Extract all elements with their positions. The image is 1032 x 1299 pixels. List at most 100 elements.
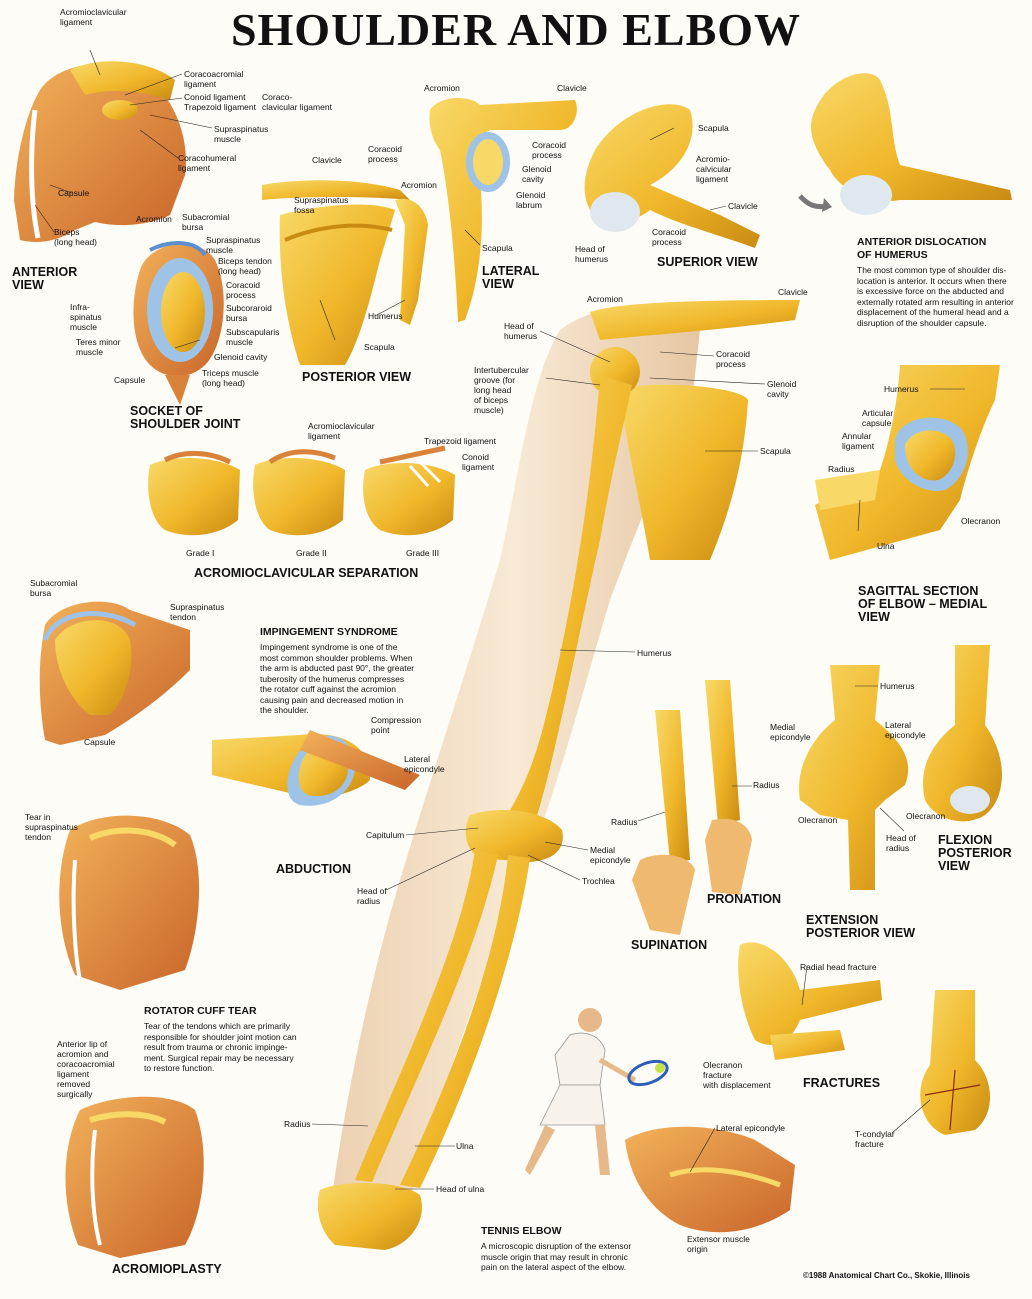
label-grade-3: Grade III	[406, 548, 440, 558]
label-leader-lines	[34, 49, 965, 1190]
label-acromion-m: Acromion	[587, 294, 623, 304]
label-grade-1: Grade I	[186, 548, 215, 558]
heading-fractures: FRACTURES	[803, 1076, 881, 1090]
label-glenoid-cavity-s: Glenoid cavity	[214, 352, 268, 362]
heading-ac-separation: ACROMIOCLAVICULAR SEPARATION	[194, 566, 419, 580]
heading-abduction: ABDUCTION	[276, 862, 351, 876]
label-clavicle-l: Clavicle	[557, 83, 587, 93]
tennis-elbow-illustration	[625, 1126, 795, 1233]
label-radius-pronation: Radius	[753, 780, 780, 790]
paragraph-tennis-elbow: TENNIS ELBOW A microscopic disruption of…	[481, 1225, 632, 1272]
label-clavicle-m: Clavicle	[778, 287, 808, 297]
label-ulna-e: Ulna	[877, 541, 895, 551]
label-acromion-l: Acromion	[424, 83, 460, 93]
label-acromion-s: Acromion	[136, 214, 172, 224]
superior-view-illustration	[584, 104, 760, 248]
impingement-illustration	[39, 601, 190, 745]
label-clavicle-p: Clavicle	[312, 155, 342, 165]
label-trapezoid-ligament: Trapezoid ligament	[184, 102, 256, 112]
label-trapezoid-ligament-c: Trapezoid ligament	[424, 436, 496, 446]
page-title: SHOULDER AND ELBOW	[230, 4, 802, 55]
posterior-view-illustration	[262, 180, 428, 365]
label-lateral-epicondyle-t: Lateral epicondyle	[716, 1123, 785, 1133]
label-grade-2: Grade II	[296, 548, 327, 558]
label-ulna-m: Ulna	[456, 1141, 474, 1151]
label-olecranon-flexion: Olecranon	[906, 811, 946, 821]
sagittal-elbow-illustration	[815, 365, 1000, 560]
label-clavicle-u: Clavicle	[728, 201, 758, 211]
label-biceps-long-head: Biceps(long head)	[54, 227, 98, 247]
forearm-rotation-illustrations	[632, 680, 752, 935]
ac-separation-illustrations	[148, 445, 455, 536]
rotator-cuff-illustration	[59, 815, 200, 990]
label-scapula-l: Scapula	[482, 243, 513, 253]
label-radial-head-fracture: Radial head fracture	[800, 962, 877, 972]
lateral-view-illustration	[429, 98, 577, 323]
fracture-illustrations	[738, 942, 990, 1135]
label-acromion-p: Acromion	[401, 180, 437, 190]
label-olecranon-extension: Olecranon	[798, 815, 838, 825]
heading-acromioplasty: ACROMIOPLASTY	[112, 1262, 222, 1276]
label-humerus-e: Humerus	[884, 384, 919, 394]
paragraph-impingement-syndrome: IMPINGEMENT SYNDROME Impingement syndrom…	[260, 626, 415, 715]
heading-posterior-view: POSTERIOR VIEW	[302, 370, 412, 384]
label-capitulum: Capitulum	[366, 830, 405, 840]
label-trochlea: Trochlea	[582, 876, 615, 886]
paragraph-rotator-cuff-tear: ROTATOR CUFF TEAR Tear of the tendons wh…	[144, 1005, 297, 1073]
heading-pronation: PRONATION	[707, 892, 782, 906]
heading-superior-view: SUPERIOR VIEW	[657, 255, 758, 269]
label-head-of-ulna: Head of ulna	[436, 1184, 485, 1194]
label-olecranon-e: Olecranon	[961, 516, 1001, 526]
anterior-view-illustration	[14, 61, 186, 242]
acromioplasty-illustration	[65, 1096, 204, 1258]
extension-elbow-illustration	[799, 645, 1002, 890]
paragraph-anterior-dislocation: ANTERIOR DISLOCATION OF HUMERUS The most…	[857, 236, 1014, 328]
main-arm-illustration	[317, 300, 800, 1250]
label-scapula-p: Scapula	[364, 342, 395, 352]
label-conoid-ligament: Conoid ligament	[184, 92, 246, 102]
tennis-player-illustration	[525, 1008, 669, 1175]
label-triceps-muscle: Triceps muscle(long head)	[202, 368, 259, 388]
